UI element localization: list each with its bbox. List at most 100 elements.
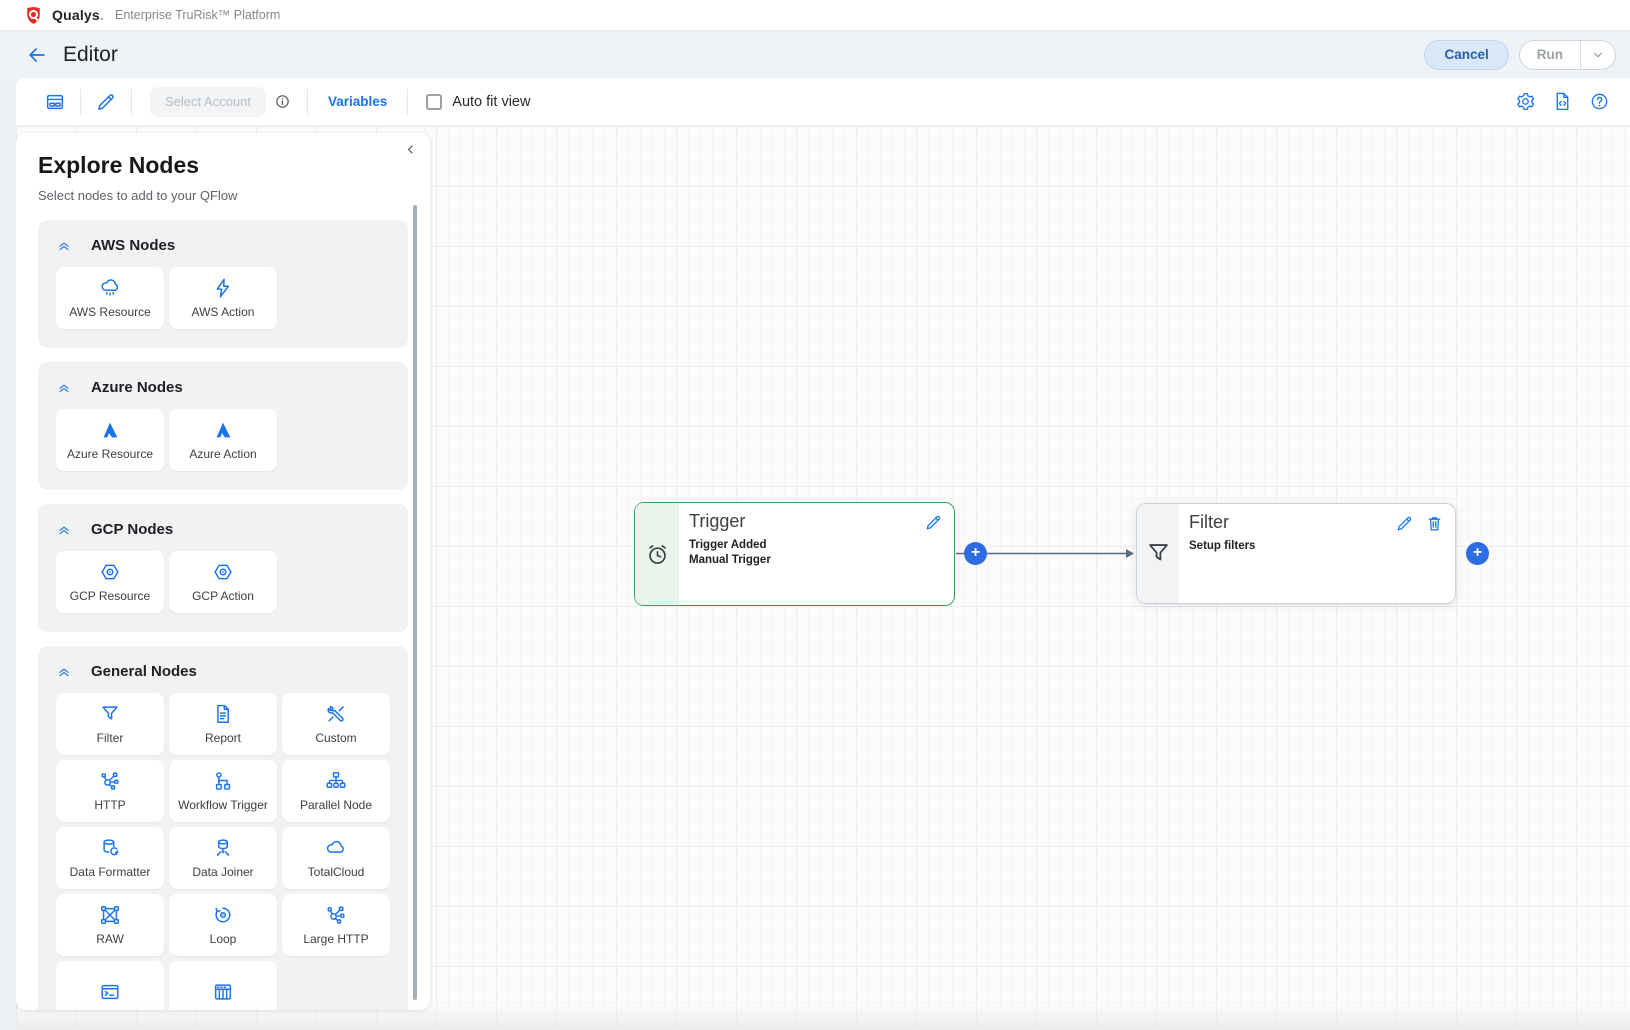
network-icon (99, 770, 121, 792)
trigger-node-title: Trigger (689, 511, 746, 531)
node-card-large-http[interactable]: Large HTTP (282, 894, 390, 956)
node-card-gcp-resource[interactable]: GCP Resource (56, 551, 164, 613)
lightning-icon (212, 277, 234, 299)
page-header: Editor Cancel Run (0, 31, 1630, 78)
node-card-partial[interactable] (56, 961, 164, 1010)
filter-node[interactable]: Filter Setup filters (1136, 503, 1456, 604)
info-icon[interactable] (274, 93, 291, 110)
add-node-button[interactable]: + (1466, 542, 1489, 565)
azure-icon (99, 419, 121, 441)
raw-icon (99, 904, 121, 926)
filter-node-strip (1137, 504, 1179, 603)
node-card-custom[interactable]: Custom (282, 693, 390, 755)
node-card-http[interactable]: HTTP (56, 760, 164, 822)
auto-fit-label: Auto fit view (452, 93, 531, 110)
panel-scrollbar[interactable] (413, 205, 417, 1000)
node-card-label: Custom (315, 731, 357, 745)
trigger-node[interactable]: Trigger Trigger Added Manual Trigger (634, 502, 955, 606)
editor-toolbar: Select Account Variables Auto fit view (16, 78, 1630, 126)
toolbar-divider (80, 88, 81, 115)
node-card-label: Filter (96, 731, 124, 745)
trigger-detail-line2: Manual Trigger (689, 553, 771, 566)
trigger-node-details: Trigger Added Manual Trigger (689, 538, 942, 568)
auto-fit-toggle[interactable]: Auto fit view (426, 93, 531, 110)
chevron-down-icon[interactable] (1581, 41, 1615, 69)
node-card-loop[interactable]: Loop (169, 894, 277, 956)
gcp-icon (99, 561, 121, 583)
edit-pencil-icon[interactable] (924, 513, 943, 532)
help-icon[interactable] (1589, 91, 1610, 112)
section-title: General Nodes (91, 663, 197, 680)
node-card-data-joiner[interactable]: Data Joiner (169, 827, 277, 889)
brand-dot: . (99, 7, 104, 23)
node-card-filter[interactable]: Filter (56, 693, 164, 755)
node-card-totalcloud[interactable]: TotalCloud (282, 827, 390, 889)
database-join-icon (212, 837, 234, 859)
add-node-button[interactable]: + (964, 542, 987, 565)
node-grid: Azure Resource Azure Action (56, 409, 390, 471)
back-arrow-icon[interactable] (26, 44, 48, 66)
node-card-aws-resource[interactable]: AWS Resource (56, 267, 164, 329)
node-card-azure-resource[interactable]: Azure Resource (56, 409, 164, 471)
node-card-label: Azure Resource (66, 447, 154, 461)
node-card-label: Large HTTP (303, 932, 369, 946)
node-card-raw[interactable]: RAW (56, 894, 164, 956)
toolbar-divider (131, 88, 132, 115)
node-card-label: AWS Resource (69, 305, 151, 319)
section-header: Azure Nodes (56, 379, 390, 396)
flow-canvas[interactable]: Trigger Trigger Added Manual Trigger Fil… (16, 126, 1630, 1030)
node-card-partial[interactable] (169, 961, 277, 1010)
run-button-label[interactable]: Run (1536, 47, 1563, 62)
run-button-divider (1580, 40, 1581, 69)
node-card-label: Workflow Trigger (178, 798, 268, 812)
collapse-panel-chevron-left-icon[interactable] (403, 142, 418, 157)
node-card-data-formatter[interactable]: Data Formatter (56, 827, 164, 889)
toolbar-divider (407, 88, 409, 115)
network-icon (325, 904, 347, 926)
brand-name: Qualys. (52, 7, 104, 23)
cloud-icon (325, 837, 347, 859)
node-card-workflow-trigger[interactable]: Workflow Trigger (169, 760, 277, 822)
console-icon (99, 981, 121, 1003)
run-split-button[interactable]: Run (1518, 39, 1616, 70)
code-file-icon[interactable] (1552, 91, 1573, 112)
delete-trash-icon[interactable] (1425, 514, 1444, 533)
alarm-clock-icon (644, 541, 671, 568)
select-account-button[interactable]: Select Account (150, 86, 266, 117)
double-chevron-up-icon[interactable] (56, 380, 72, 396)
double-chevron-up-icon[interactable] (56, 664, 72, 680)
double-chevron-up-icon[interactable] (56, 522, 72, 538)
loop-icon (212, 904, 234, 926)
funnel-icon (1145, 540, 1172, 567)
edit-pencil-icon[interactable] (1395, 514, 1414, 533)
cancel-button[interactable]: Cancel (1424, 39, 1509, 70)
node-card-gcp-action[interactable]: GCP Action (169, 551, 277, 613)
auto-fit-checkbox[interactable] (426, 93, 443, 110)
page-title: Editor (63, 42, 118, 66)
node-card-label: Parallel Node (299, 798, 373, 812)
section-header: General Nodes (56, 663, 390, 680)
node-card-report[interactable]: Report (169, 693, 277, 755)
section-header: AWS Nodes (56, 237, 390, 254)
database-format-icon (99, 837, 121, 859)
variables-link[interactable]: Variables (328, 94, 388, 109)
node-card-parallel-node[interactable]: Parallel Node (282, 760, 390, 822)
edit-pencil-icon[interactable] (95, 91, 117, 113)
double-chevron-up-icon[interactable] (56, 238, 72, 254)
section-header: GCP Nodes (56, 521, 390, 538)
settings-gear-icon[interactable] (1515, 91, 1536, 112)
node-card-azure-action[interactable]: Azure Action (169, 409, 277, 471)
node-card-aws-action[interactable]: AWS Action (169, 267, 277, 329)
panel-toggle-icon[interactable] (44, 91, 66, 113)
hierarchy-icon (325, 770, 347, 792)
workflow-icon (212, 770, 234, 792)
explore-nodes-panel: Explore Nodes Select nodes to add to you… (16, 133, 430, 1010)
filter-node-title: Filter (1189, 512, 1229, 532)
node-card-label: Report (204, 731, 242, 745)
